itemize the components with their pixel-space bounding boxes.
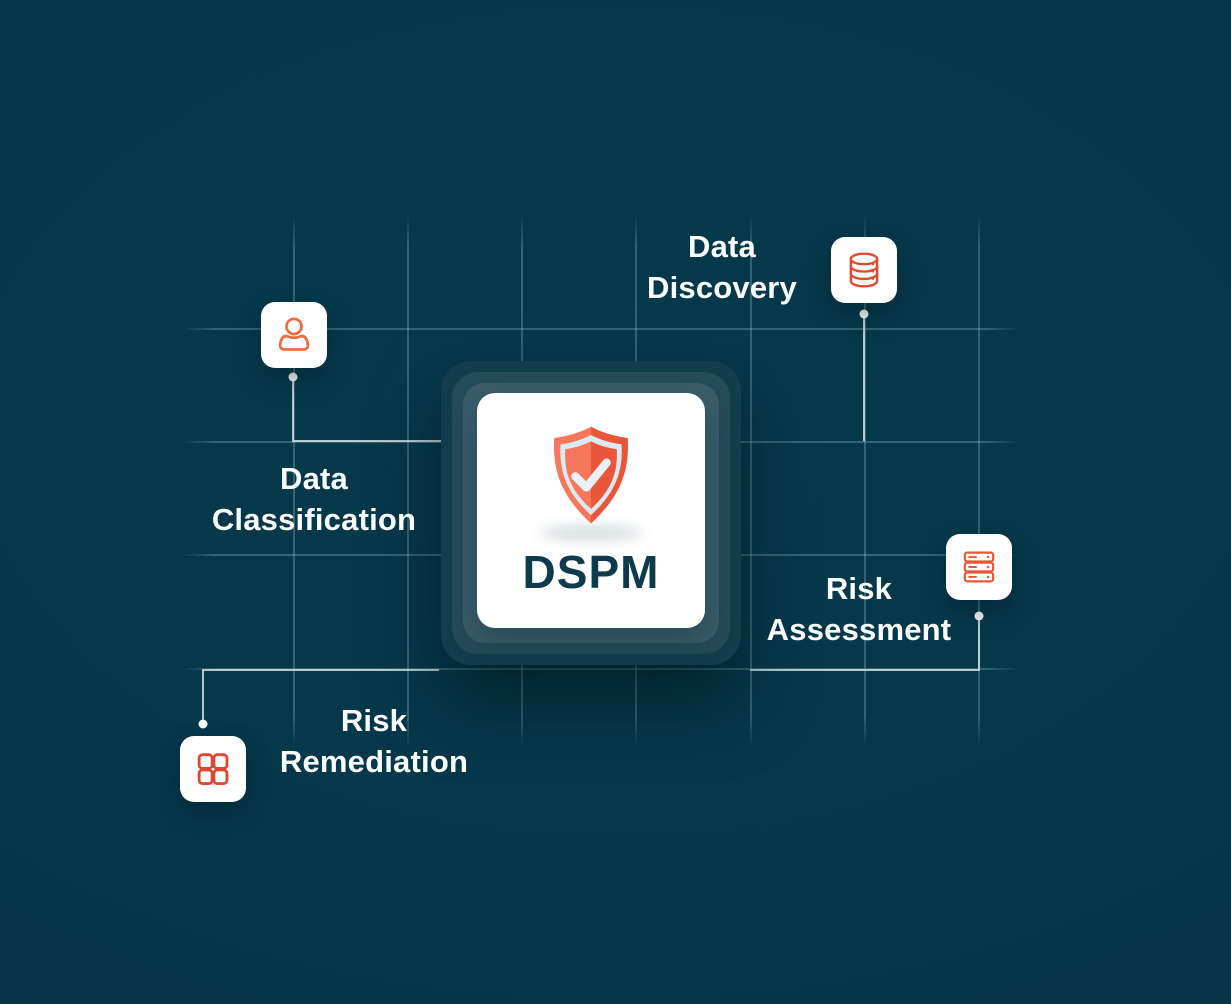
database-icon — [849, 252, 879, 288]
shield-check-icon — [545, 424, 637, 527]
risk-remediation-label: Risk Remediation — [244, 700, 504, 782]
shield-shadow — [539, 525, 643, 541]
data-discovery-label: Data Discovery — [592, 226, 852, 308]
connector-dot — [288, 372, 298, 382]
servers-icon — [963, 551, 995, 583]
label-line: Data — [688, 229, 756, 264]
data-classification-icon-card[interactable] — [261, 302, 327, 368]
data-classification-label: Data Classification — [184, 458, 444, 540]
data-discovery-icon-card[interactable] — [831, 237, 897, 303]
label-line: Assessment — [766, 612, 952, 647]
risk-assessment-label: Risk Assessment — [729, 568, 989, 650]
label-line: Risk — [340, 703, 408, 738]
dspm-title: DSPM — [522, 546, 660, 598]
label-line: Classification — [211, 502, 417, 537]
label-line: Remediation — [279, 744, 469, 779]
connector-risk-assessment — [750, 620, 980, 671]
connector-dot — [198, 719, 208, 729]
label-line: Risk — [825, 571, 893, 606]
risk-remediation-icon-card[interactable] — [180, 736, 246, 802]
risk-assessment-icon-card[interactable] — [946, 534, 1012, 600]
connector-risk-remediation — [202, 669, 439, 720]
connector-dot — [859, 309, 869, 319]
connector-dot — [974, 611, 984, 621]
connector-data-classification — [292, 381, 443, 442]
user-icon — [278, 317, 310, 351]
grid-icon — [197, 753, 229, 786]
dspm-card[interactable]: DSPM — [477, 393, 705, 628]
label-line: Discovery — [646, 270, 797, 305]
label-line: Data — [280, 461, 348, 496]
